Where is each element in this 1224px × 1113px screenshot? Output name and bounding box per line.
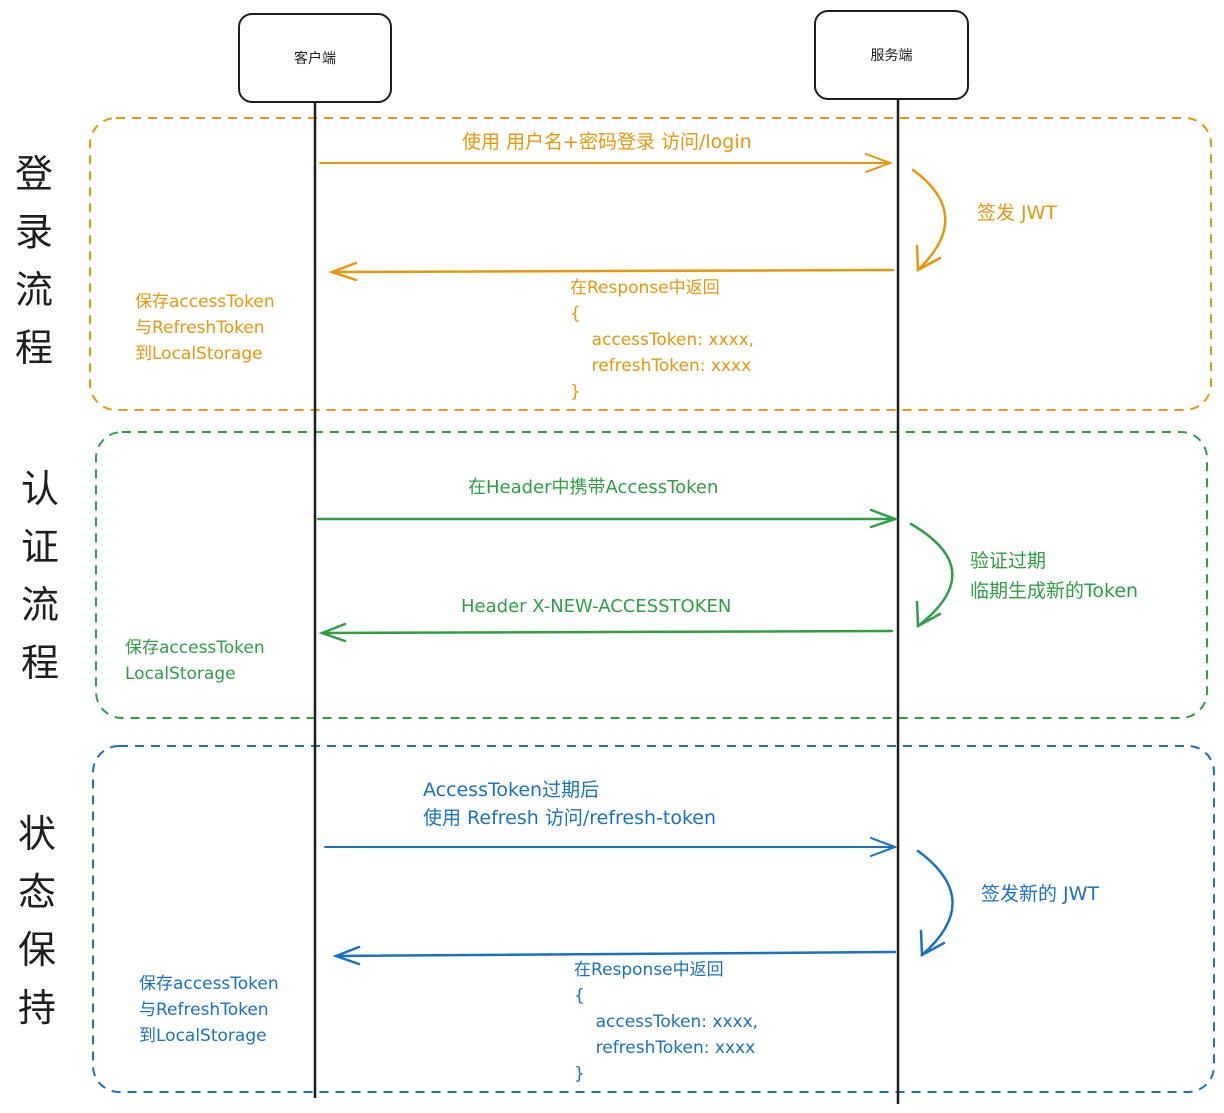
server-actor-label: 服务端: [870, 48, 913, 64]
client-actor-label: 客户端: [294, 51, 336, 67]
auth-section-frame: [95, 431, 1208, 719]
auth-request-arrow: [316, 508, 899, 529]
keep-server-note: 签发新的 JWT: [981, 883, 1100, 905]
keep-section-title: 状 态 保 持: [17, 812, 56, 1030]
keep-client-note: 保存accessToken 与RefreshToken 到LocalStorag…: [139, 974, 279, 1046]
login-sign-jwt-arrow: [911, 168, 947, 273]
login-client-note: 保存accessToken 与RefreshToken 到LocalStorag…: [135, 292, 275, 364]
auth-response-label: Header X-NEW-ACCESSTOKEN: [461, 596, 732, 617]
server-actor-box: 服务端: [814, 10, 969, 100]
keep-section-frame: [92, 745, 1215, 1093]
keep-response-arrow: [332, 945, 897, 966]
login-request-arrow: [319, 153, 893, 173]
keep-request-arrow: [324, 837, 898, 857]
login-request-label: 使用 用户名+密码登录 访问/login: [462, 131, 752, 153]
keep-response-label: 在Response中返回 { accessToken: xxxx, refres…: [574, 960, 759, 1084]
login-response-arrow: [328, 261, 895, 282]
keep-sign-jwt-arrow: [916, 849, 954, 958]
client-actor-box: 客户端: [238, 13, 392, 103]
auth-client-note: 保存accessToken LocalStorage: [125, 638, 265, 684]
keep-request-label: AccessToken过期后 使用 Refresh 访问/refresh-tok…: [423, 779, 717, 829]
auth-server-note: 验证过期 临期生成新的Token: [970, 550, 1139, 602]
login-server-note: 签发 JWT: [977, 202, 1058, 224]
auth-request-label: 在Header中携带AccessToken: [468, 477, 719, 498]
login-response-label: 在Response中返回 { accessToken: xxxx, refres…: [570, 278, 755, 402]
login-section-frame: [89, 117, 1212, 411]
login-section-title: 登 录 流 程: [14, 152, 53, 370]
auth-section-title: 认 证 流 程: [20, 467, 59, 685]
auth-response-arrow: [318, 622, 894, 643]
auth-verify-arrow: [909, 522, 954, 629]
